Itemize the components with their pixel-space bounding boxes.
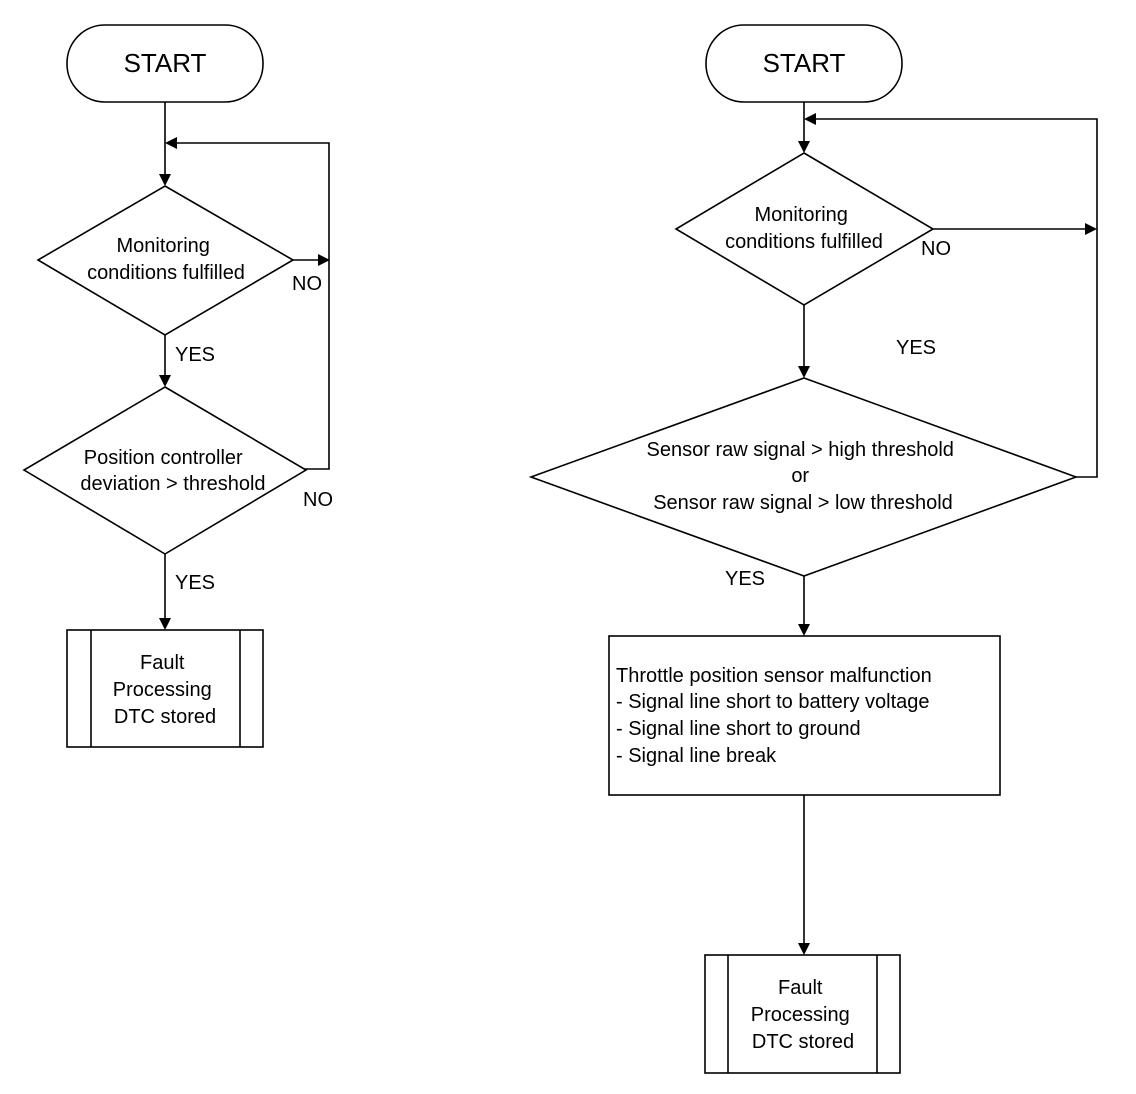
right-arrowhead-malfunction	[798, 624, 810, 636]
left-arrowhead-d1	[159, 174, 171, 186]
left-d2-line2: deviation > threshold	[80, 473, 265, 495]
right-loop-line	[816, 118, 1098, 478]
right-fault-processing-text: Fault Processing DTC stored	[751, 977, 856, 1053]
left-d1-line2: conditions fulfilled	[87, 262, 245, 284]
right-d1-no-label: NO	[921, 238, 951, 260]
left-fault-processing-text: Fault Processing DTC stored	[113, 652, 218, 728]
right-arrowhead-d1-no	[1085, 223, 1097, 235]
right-d1-yes-label: YES	[896, 337, 936, 359]
right-arrowhead-d2	[798, 366, 810, 378]
right-malf-line4: - Signal line break	[616, 745, 777, 767]
right-proc-line2: Processing	[751, 1004, 850, 1026]
left-d2-no-label: NO	[303, 489, 333, 511]
left-d1-line1: Monitoring	[117, 235, 210, 257]
left-decision-monitoring-text: Monitoring conditions fulfilled	[87, 235, 245, 284]
right-d2-line1: Sensor raw signal > high threshold	[647, 439, 954, 461]
right-d2-yes-label: YES	[725, 568, 765, 590]
left-decision-monitoring	[36, 185, 295, 336]
right-flowchart: START Monitoring conditions fulfilled NO…	[528, 24, 1098, 1074]
right-decision-sensor-text: Sensor raw signal > high threshold or Se…	[647, 439, 960, 514]
left-d1-yes-label: YES	[175, 344, 215, 366]
left-d2-line1: Position controller	[84, 447, 243, 469]
right-decision-monitoring	[674, 152, 935, 306]
right-malfunction-box	[608, 635, 1001, 796]
left-decision-deviation-text: Position controller deviation > threshol…	[80, 447, 265, 495]
right-start-label: START	[763, 48, 846, 78]
left-loop-line	[176, 142, 330, 470]
left-start-label: START	[124, 48, 207, 78]
right-arrowhead-process	[798, 943, 810, 955]
left-d2-yes-label: YES	[175, 572, 215, 594]
right-malf-line3: - Signal line short to ground	[616, 718, 861, 740]
left-arrowhead-process	[159, 618, 171, 630]
right-decision-monitoring-text: Monitoring conditions fulfilled	[725, 204, 883, 253]
right-proc-line3: DTC stored	[752, 1031, 854, 1053]
right-d2-line2: or	[791, 465, 809, 487]
right-malf-line1: Throttle position sensor malfunction	[616, 665, 932, 687]
right-malfunction-text: Throttle position sensor malfunction - S…	[616, 665, 937, 767]
right-proc-line1: Fault	[778, 977, 823, 999]
right-fault-processing-box	[704, 954, 901, 1074]
right-arrowhead-d1	[798, 141, 810, 153]
left-arrowhead-d2	[159, 375, 171, 387]
left-decision-deviation	[22, 386, 308, 555]
left-proc-line1: Fault	[140, 652, 185, 674]
left-proc-line2: Processing	[113, 679, 212, 701]
left-proc-line3: DTC stored	[114, 706, 216, 728]
right-malf-line2: - Signal line short to battery voltage	[616, 691, 930, 713]
right-d2-line3: Sensor raw signal > low threshold	[653, 492, 953, 514]
right-arrowhead-loop	[804, 113, 816, 125]
left-arrowhead-d1-no	[318, 254, 330, 266]
left-fault-processing-box	[66, 629, 264, 748]
right-d1-line1: Monitoring	[755, 204, 848, 226]
left-arrowhead-loop	[165, 137, 177, 149]
right-d1-line2: conditions fulfilled	[725, 231, 883, 253]
left-flowchart: START Monitoring conditions fulfilled NO…	[22, 24, 333, 748]
left-d1-no-label: NO	[292, 273, 322, 295]
